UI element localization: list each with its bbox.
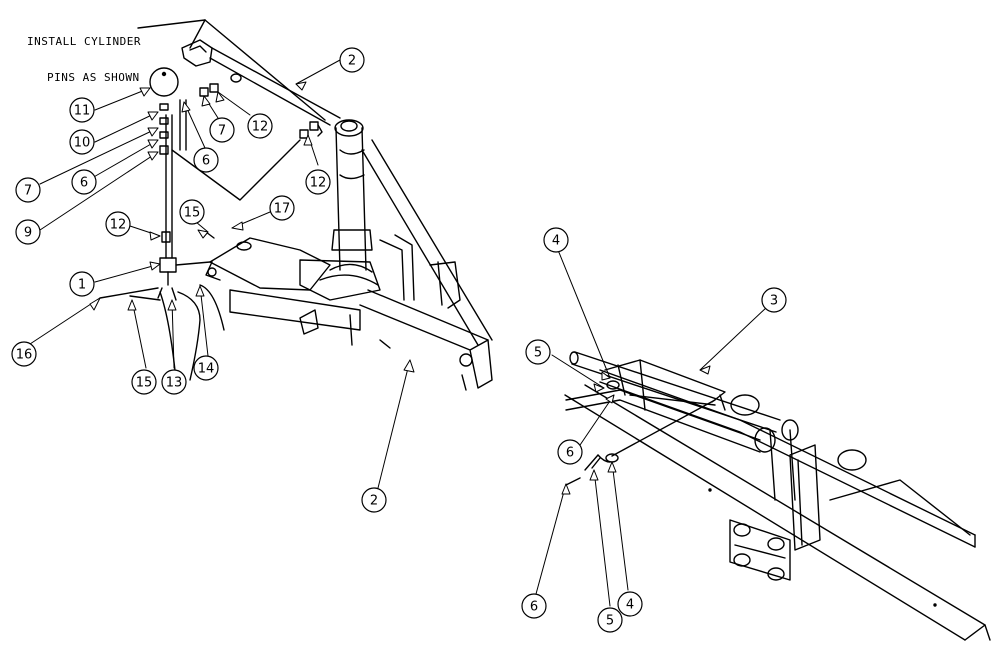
callout-circle <box>361 487 387 513</box>
callout-circle <box>525 339 551 365</box>
callout-circle <box>179 199 205 225</box>
callout-12-left: 12 <box>105 211 131 237</box>
callout-circle <box>71 169 97 195</box>
callout-6-mid: 6 <box>193 147 219 173</box>
callout-circle <box>11 341 37 367</box>
callout-circle <box>69 271 95 297</box>
callout-1: 1 <box>69 271 95 297</box>
install-note: INSTALL CYLINDER PINS AS SHOWN <box>27 12 141 108</box>
callout-number: 11 <box>74 104 91 119</box>
callout-circle <box>557 439 583 465</box>
callout-circle <box>69 129 95 155</box>
callout-circle <box>15 177 41 203</box>
callout-circle <box>597 607 623 633</box>
callout-number: 5 <box>606 614 614 629</box>
callout-4-top: 4 <box>543 227 569 253</box>
callout-13: 13 <box>161 369 187 395</box>
callout-leaders <box>29 59 769 607</box>
callout-number: 2 <box>348 54 356 69</box>
callout-12-mid: 12 <box>305 169 331 195</box>
callout-3: 3 <box>761 287 787 313</box>
callout-circle <box>617 591 643 617</box>
callout-number: 15 <box>136 376 153 391</box>
callout-number: 10 <box>74 136 91 151</box>
callout-circle <box>161 369 187 395</box>
callout-16: 16 <box>11 341 37 367</box>
callout-4-bot: 4 <box>617 591 643 617</box>
callout-10: 10 <box>69 129 95 155</box>
callout-9: 9 <box>15 219 41 245</box>
callout-number: 4 <box>626 598 634 613</box>
callout-6-bot: 6 <box>521 593 547 619</box>
callout-number: 3 <box>770 294 778 309</box>
callout-12-top: 12 <box>247 113 273 139</box>
right-frame-assembly <box>564 351 991 641</box>
callout-number: 12 <box>310 176 327 191</box>
callout-15-bot: 15 <box>131 369 157 395</box>
callout-circle <box>15 219 41 245</box>
callout-arrowheads <box>89 81 711 495</box>
callout-circle <box>193 147 219 173</box>
callout-5-top: 5 <box>525 339 551 365</box>
callout-circle <box>69 97 95 123</box>
callout-number: 15 <box>184 206 201 221</box>
callout-circle <box>131 369 157 395</box>
callout-11: 11 <box>69 97 95 123</box>
callout-circle <box>209 117 235 143</box>
callout-number: 1 <box>78 278 86 293</box>
callout-circle <box>247 113 273 139</box>
callout-circle <box>105 211 131 237</box>
callout-number: 6 <box>202 154 210 169</box>
callout-number: 7 <box>218 124 226 139</box>
callout-number: 2 <box>370 494 378 509</box>
callout-2-bot: 2 <box>361 487 387 513</box>
callout-circle <box>543 227 569 253</box>
callout-circle <box>521 593 547 619</box>
callout-number: 17 <box>274 202 291 217</box>
callout-number: 7 <box>24 184 32 199</box>
callout-17: 17 <box>269 195 295 221</box>
callout-2-top: 2 <box>339 47 365 73</box>
callout-circle <box>339 47 365 73</box>
callout-number: 4 <box>552 234 560 249</box>
callout-circle <box>305 169 331 195</box>
install-note-line1: INSTALL CYLINDER <box>27 35 141 48</box>
callout-circle <box>193 355 219 381</box>
callout-number: 14 <box>198 362 215 377</box>
callout-number: 9 <box>24 226 32 241</box>
callout-number: 5 <box>534 346 542 361</box>
callout-6-right: 6 <box>557 439 583 465</box>
callout-circle <box>269 195 295 221</box>
callout-number: 16 <box>16 348 33 363</box>
callout-14: 14 <box>193 355 219 381</box>
callout-number: 12 <box>110 218 127 233</box>
callout-15-top: 15 <box>179 199 205 225</box>
callout-circle <box>761 287 787 313</box>
callout-number: 12 <box>252 120 269 135</box>
callout-number: 6 <box>566 446 574 461</box>
install-note-line2: PINS AS SHOWN <box>47 71 140 84</box>
callout-number: 6 <box>530 600 538 615</box>
callout-number: 13 <box>166 376 183 391</box>
callout-7-left: 7 <box>15 177 41 203</box>
callout-6-left: 6 <box>71 169 97 195</box>
callout-7-mid: 7 <box>209 117 235 143</box>
left-boom-assembly <box>99 39 493 391</box>
callout-5-bot: 5 <box>597 607 623 633</box>
callout-number: 6 <box>80 176 88 191</box>
